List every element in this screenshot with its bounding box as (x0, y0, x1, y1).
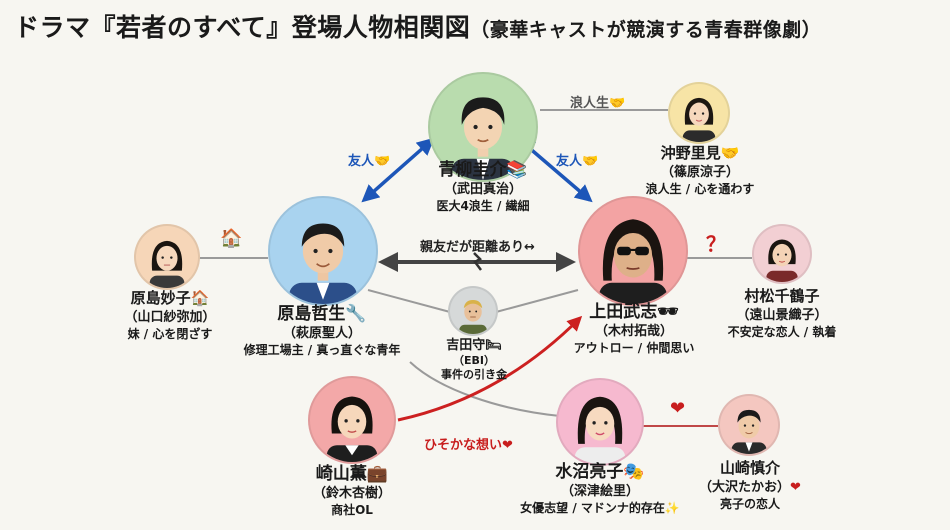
relation-label-aoyagi-tetsuo: 友人🤝 (348, 154, 391, 169)
line-tetsuo-ryoko (409, 361, 561, 417)
name-text: 吉田守 (446, 338, 486, 353)
description: 医大4浪生 / 繊細 (436, 199, 530, 213)
label-tetsuo: 原島哲生🔧 （萩原聖人） 修理工場主 / 真っ直ぐな青年 (244, 304, 401, 358)
arrow-aoyagi-tetsuo (361, 137, 435, 203)
name: 青柳圭介📚 (436, 160, 529, 181)
actor: （山口紗弥加） (124, 310, 216, 325)
label-yoshida: 吉田守🛏 （EBI） 事件の引き金 (441, 338, 507, 382)
avatar-muramatsu (752, 224, 812, 284)
label-muramatsu: 村松千鶴子 （遠山景織子） 不安定な恋人 / 執着 (728, 286, 837, 340)
actor: （大沢たかお）❤ (699, 479, 801, 496)
actor: （萩原聖人） (282, 326, 361, 341)
description: 修理工場主 / 真っ直ぐな青年 (243, 343, 401, 357)
avatar-yoshida (448, 286, 498, 336)
description: アウトロー / 仲間思い (573, 341, 695, 355)
broken-mark (473, 252, 483, 271)
description: 事件の引き金 (441, 368, 507, 381)
house-icon: 🏠 (190, 289, 210, 307)
heart-icon: ❤ (790, 480, 801, 495)
avatar-yamazaki (718, 394, 780, 456)
avatar-taeko (134, 224, 200, 290)
label-kaoru: 崎山薫💼 （鈴木杏樹） 商社OL (313, 464, 391, 518)
label-ryoko: 水沼亮子🎭 （深津絵里） 女優志望 / マドンナ的存在✨ (520, 462, 680, 516)
title-main: ドラマ『若者のすべて』登場人物相関図 (14, 13, 471, 42)
name-text: 水沼亮子 (555, 462, 624, 482)
avatar-okino (668, 82, 730, 144)
label-ueda: 上田武志🕶 （木村拓哉） アウトロー / 仲間思い (574, 302, 695, 356)
name: 沖野里見🤝 (646, 143, 755, 164)
actor-text: （大沢たかお） (699, 480, 791, 495)
description: 亮子の恋人 (719, 497, 781, 511)
house-icon: 🏠 (220, 228, 243, 249)
arrow-kaoru-ueda (397, 315, 583, 422)
briefcase-icon: 💼 (366, 464, 389, 484)
question-mark-icon: ？ (706, 232, 726, 256)
actor: （遠山景織子） (736, 308, 828, 323)
label-aoyagi: 青柳圭介📚 （武田真治） 医大4浪生 / 繊細 (436, 160, 529, 214)
actor: （武田真治） (443, 182, 522, 197)
name: 吉田守🛏 (441, 338, 507, 354)
name: 山崎慎介 (719, 459, 781, 477)
avatar-kaoru (308, 376, 396, 464)
avatar-tetsuo (268, 196, 378, 306)
actor: （篠原涼子） (660, 165, 739, 180)
name: 崎山薫💼 (313, 464, 391, 485)
avatar-ueda (578, 196, 688, 306)
actor: （EBI） (453, 354, 495, 367)
description: 商社OL (331, 503, 373, 517)
relation-label-aoyagi-ueda: 友人🤝 (556, 154, 599, 169)
line-yoshida-ueda (495, 289, 579, 313)
name: 村松千鶴子 (744, 287, 820, 305)
actor: （木村拓哉） (594, 324, 673, 339)
wrench-icon: 🔧 (345, 304, 367, 324)
label-yamazaki: 山崎慎介 （大沢たかお）❤ 亮子の恋人 (699, 458, 801, 512)
sunglasses-icon: 🕶 (657, 302, 679, 322)
handshake-icon: 🤝 (720, 144, 740, 162)
description: 妹 / 心を閉ざす (127, 327, 213, 341)
avatar-ryoko (556, 378, 644, 466)
relation-label-kaoru-ueda: ひそかな想い❤ (424, 438, 513, 453)
label-okino: 沖野里見🤝 （篠原涼子） 浪人生 / 心を通わす (646, 143, 755, 197)
relation-label-aoyagi-okino: 浪人生🤝 (570, 96, 626, 111)
actor: （深津絵里） (560, 484, 639, 499)
heart-icon: ❤ (670, 398, 686, 419)
name: 上田武志🕶 (574, 302, 695, 323)
diagram-title: ドラマ『若者のすべて』登場人物相関図（豪華キャストが競演する青春群像劇） (14, 8, 944, 44)
name-text: 崎山薫 (315, 464, 367, 484)
name-text: 原島哲生 (277, 304, 346, 324)
description: 女優志望 / マドンナ的存在✨ (520, 501, 680, 515)
theater-masks-icon: 🎭 (623, 462, 645, 482)
label-taeko: 原島妙子🏠 （山口紗弥加） 妹 / 心を閉ざす (124, 288, 215, 342)
name: 原島妙子🏠 (124, 288, 215, 309)
name-text: 上田武志 (589, 302, 658, 322)
actor: （鈴木杏樹） (312, 486, 392, 501)
name: 水沼亮子🎭 (520, 462, 680, 483)
title-subtitle: （豪華キャストが競演する青春群像劇） (470, 19, 822, 41)
books-icon: 📚 (506, 160, 528, 180)
name-text: 沖野里見 (660, 144, 721, 162)
name-text: 青柳圭介 (438, 160, 507, 180)
avatar-aoyagi (428, 72, 538, 182)
name-text: 原島妙子 (130, 289, 191, 307)
relation-label-tetsuo-ueda: 親友だが距離あり↔ (420, 240, 535, 255)
description: 不安定な恋人 / 執着 (727, 325, 837, 339)
name: 原島哲生🔧 (244, 304, 401, 325)
line-tetsuo-yoshida (367, 289, 451, 313)
bed-icon: 🛏 (485, 338, 502, 353)
description: 浪人生 / 心を通わす (645, 182, 755, 196)
